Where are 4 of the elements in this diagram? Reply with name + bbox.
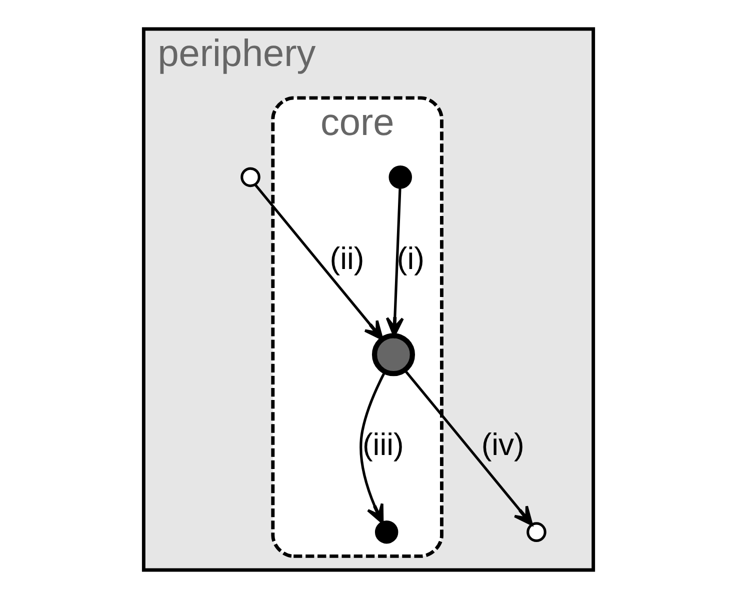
edge-label: (ii) (329, 241, 364, 276)
edge-label: (i) (396, 241, 424, 276)
edge-label: (iii) (362, 427, 404, 462)
edge-label: (iv) (480, 427, 524, 462)
